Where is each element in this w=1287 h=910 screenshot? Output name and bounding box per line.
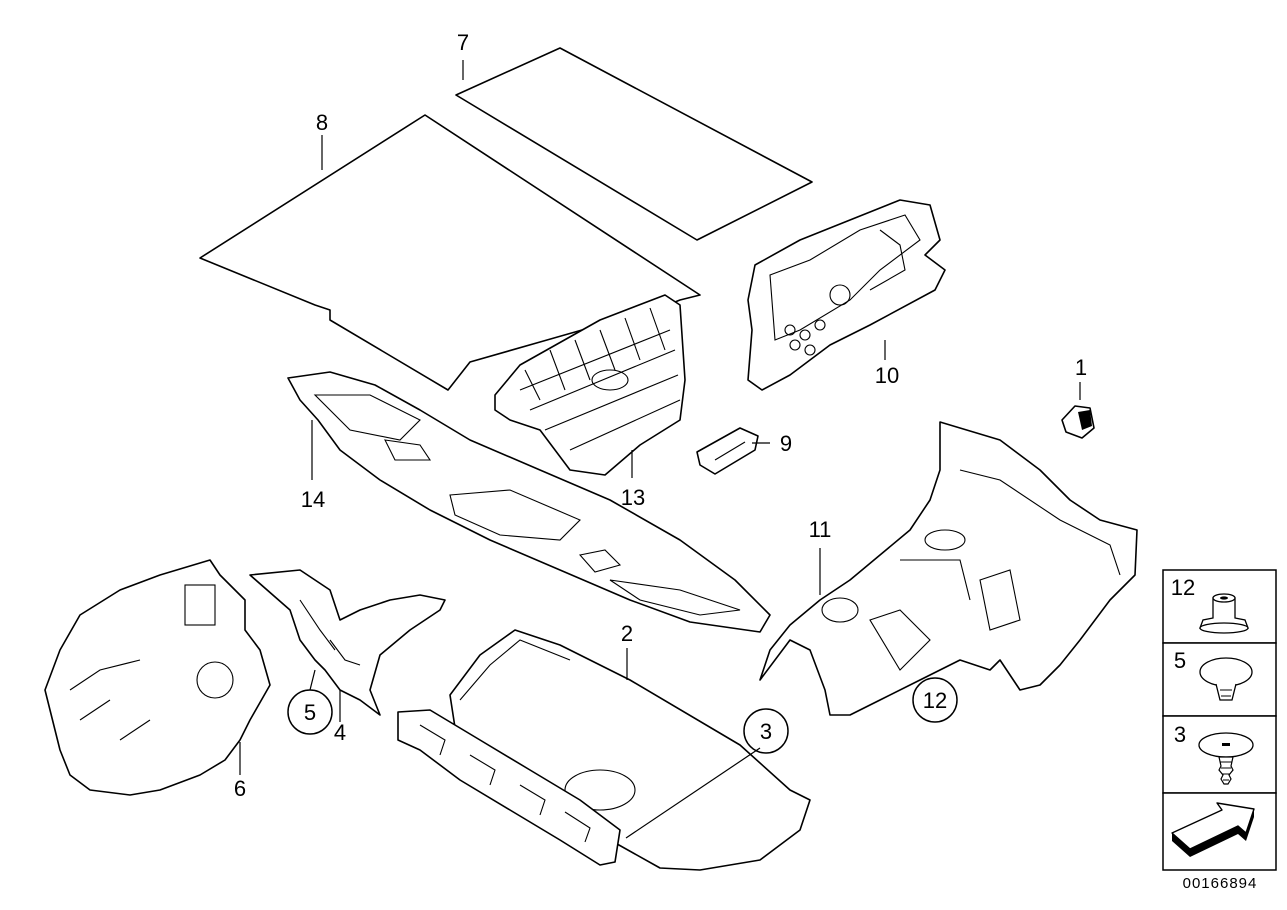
callout-4: 4 [334, 720, 346, 745]
callout-6: 6 [234, 776, 246, 801]
part-7-insulation-pad[interactable] [455, 47, 813, 241]
legend-number-3: 3 [1174, 722, 1186, 747]
part-11-wheel-arch-insulation[interactable] [759, 421, 1138, 716]
callout-13: 13 [621, 485, 645, 510]
callout-14: 14 [301, 487, 325, 512]
callout-circle-12 [912, 677, 958, 723]
part-14-parcel-shelf-insulation[interactable] [287, 371, 771, 633]
callout-2: 2 [621, 621, 633, 646]
legend-number-12: 12 [1171, 575, 1195, 600]
expanding-rivet-icon [1199, 657, 1253, 701]
screw-clip-icon [1198, 732, 1254, 785]
push-nut-icon [1199, 593, 1249, 634]
fastener-legend: 12 5 3 [1162, 569, 1277, 871]
part-10-side-panel-insulation[interactable] [747, 199, 946, 391]
callout-7: 7 [457, 30, 469, 55]
callout-5: 5 [304, 700, 316, 725]
callout-9: 9 [780, 431, 792, 456]
callout-10: 10 [875, 363, 899, 388]
part-1-nut[interactable] [1061, 382, 1095, 439]
legend-number-5: 5 [1174, 648, 1186, 673]
legend-cell-5[interactable] [1162, 642, 1277, 717]
part-8-insulation-pad[interactable] [199, 114, 701, 391]
part-9-clip[interactable] [696, 427, 770, 475]
part-13-ribbed-bracket[interactable] [494, 294, 686, 478]
part-3-trunk-side-trim[interactable] [397, 709, 761, 866]
callout-3: 3 [760, 719, 772, 744]
part-6-left-wheel-arch[interactable] [44, 559, 271, 796]
callout-11: 11 [809, 517, 832, 542]
callout-8: 8 [316, 110, 328, 135]
callout-circle-3 [743, 708, 789, 754]
arrow-icon [1171, 802, 1255, 857]
catalog-number: 00166894 [1183, 875, 1258, 892]
callout-12: 12 [923, 688, 947, 713]
callout-1: 1 [1075, 355, 1087, 380]
part-4-bracket[interactable] [249, 569, 446, 722]
